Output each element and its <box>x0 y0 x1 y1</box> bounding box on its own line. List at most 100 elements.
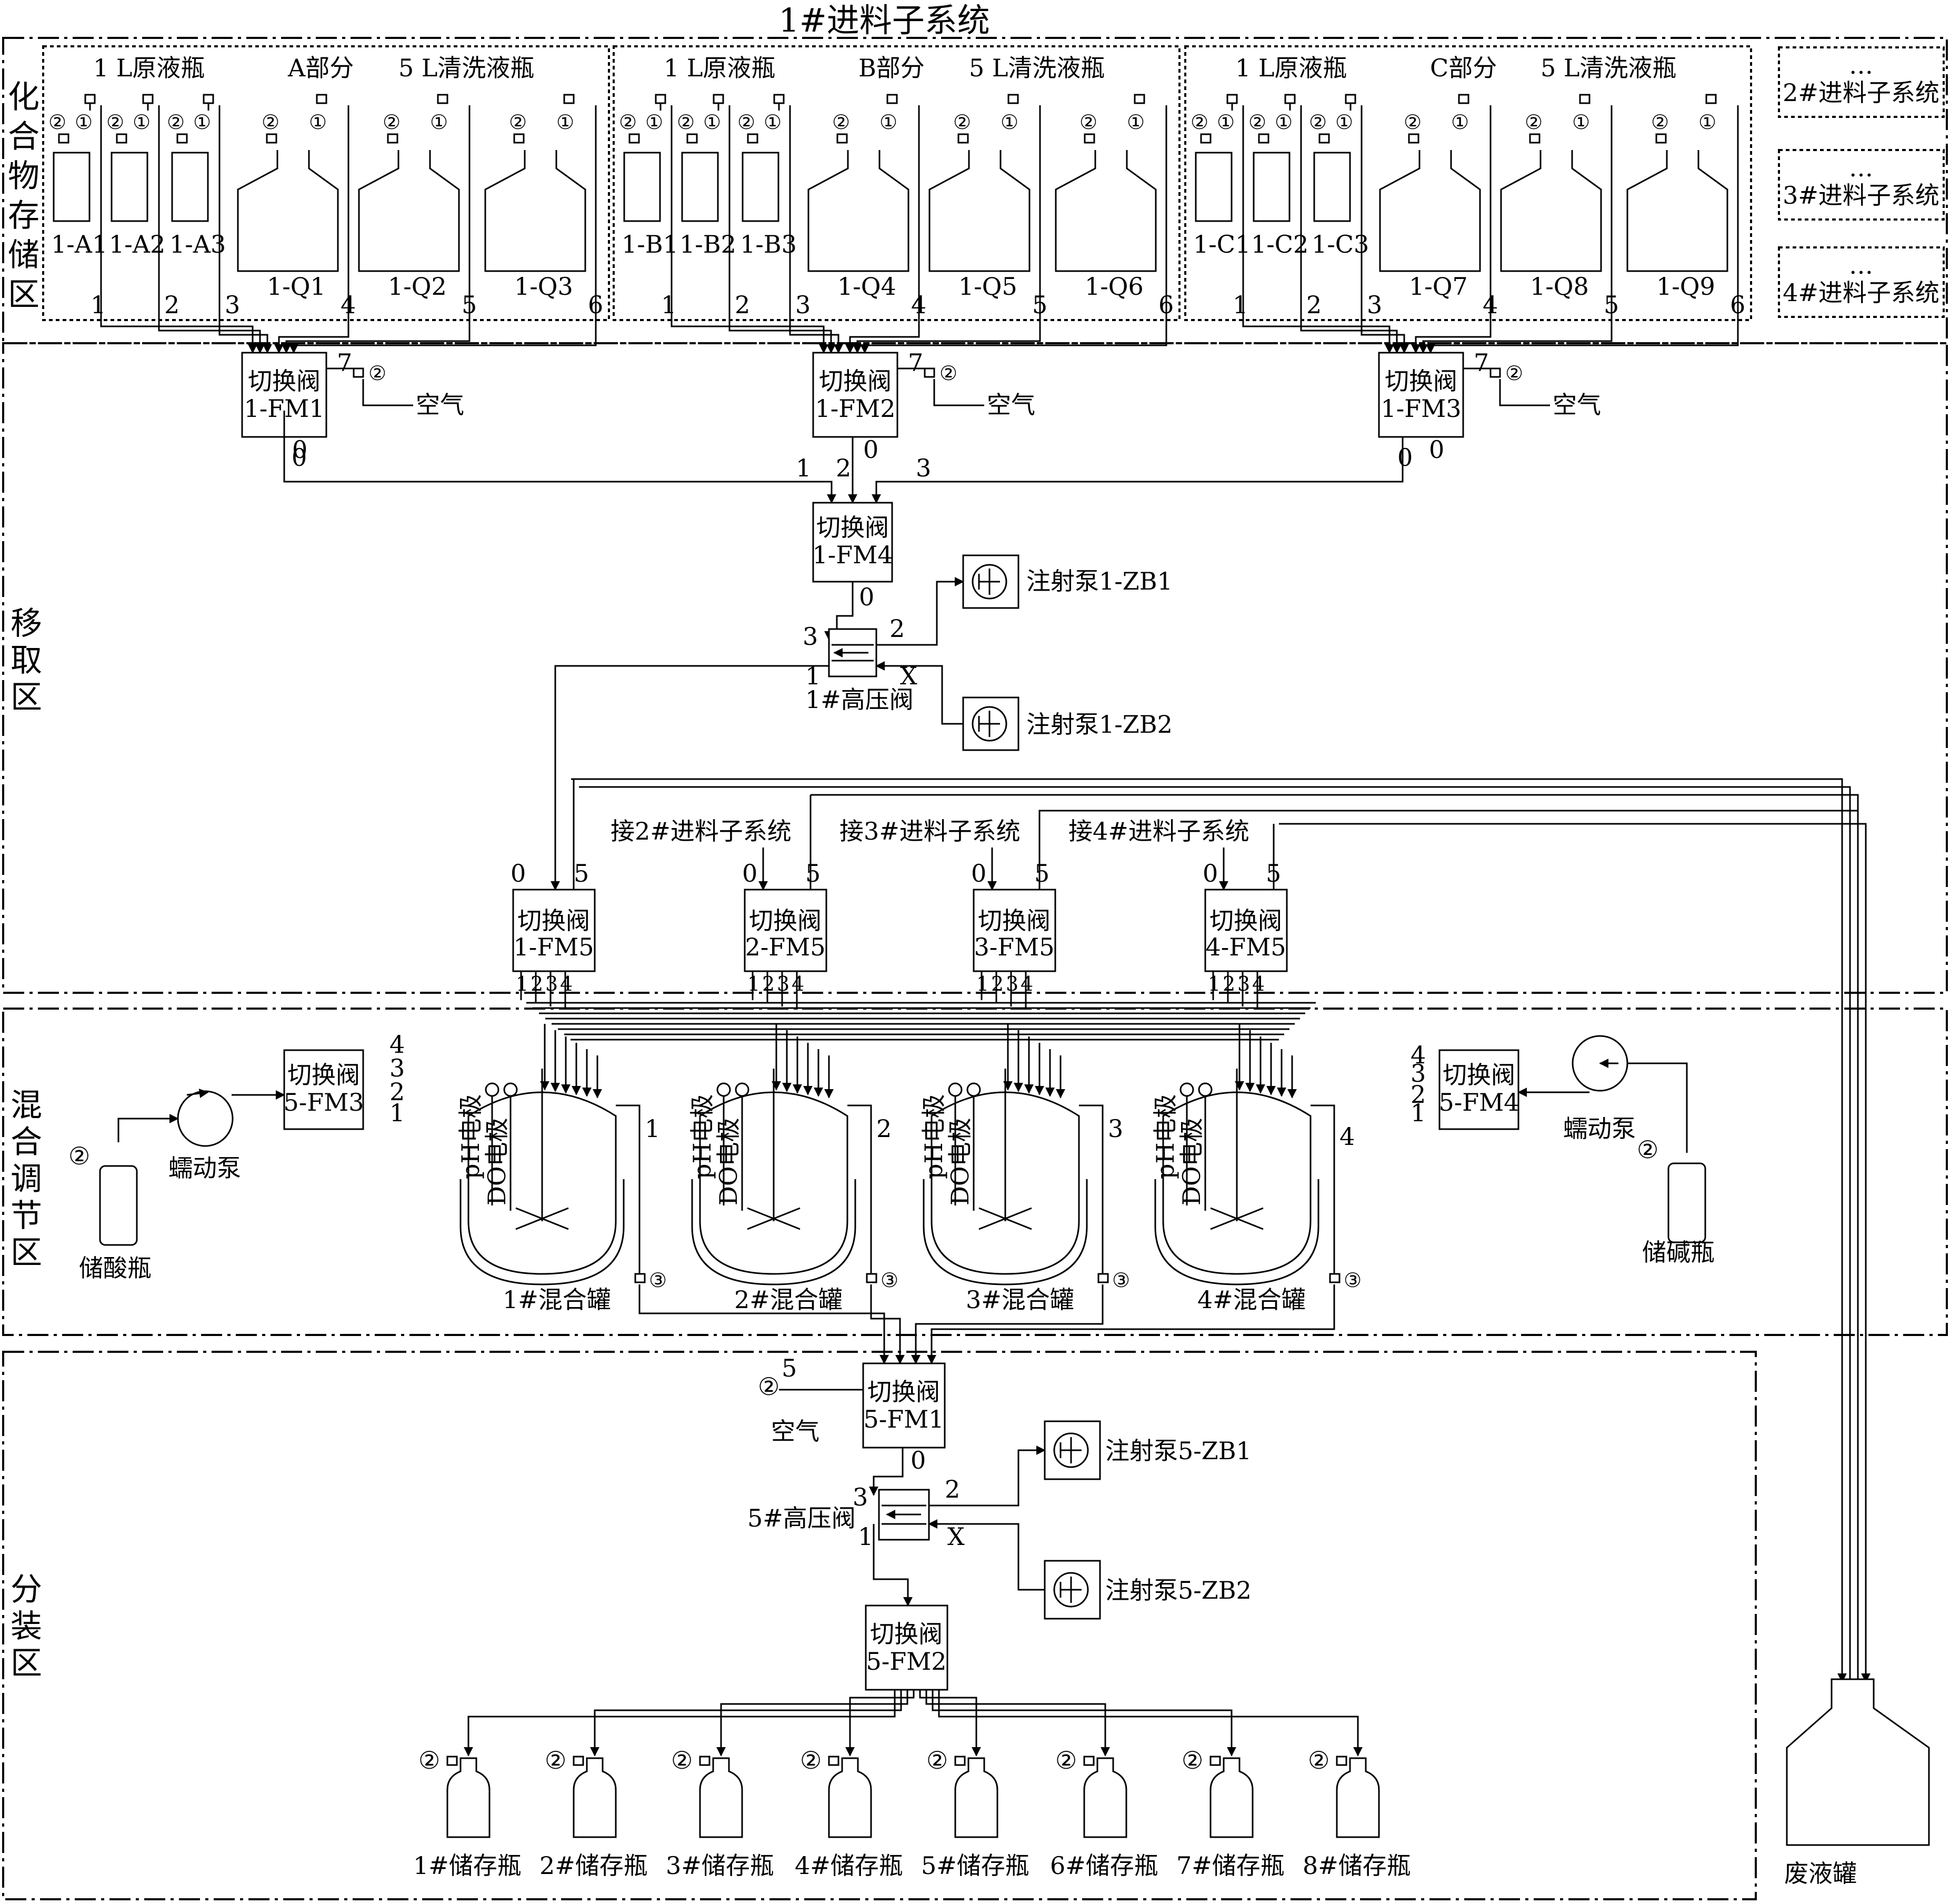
c3-symbol: ③ <box>1344 1269 1362 1292</box>
storage-bottle-4: ②4#储存瓶 <box>795 1690 915 1880</box>
pump-symbol <box>1053 1572 1089 1608</box>
do-electrode-label: DO电极 <box>946 1118 974 1205</box>
port-4: 4 <box>1411 1041 1426 1069</box>
c3-symbol: ③ <box>649 1269 667 1292</box>
port-number: 5 <box>462 291 477 319</box>
pump-symbol <box>972 564 1007 600</box>
c1-symbol: ① <box>703 111 721 134</box>
part-label: B部分 <box>858 54 925 82</box>
valve-icon <box>1209 1756 1221 1766</box>
pipe-tank-5fm1 <box>870 1284 905 1364</box>
port-0: 0 <box>859 583 874 611</box>
pipe-5fm2-bottle <box>919 1690 981 1757</box>
air-line <box>326 367 413 406</box>
vent-line <box>853 105 1041 354</box>
c2-symbol: ② <box>167 111 185 134</box>
do-electrode-label: DO电极 <box>483 1118 511 1205</box>
tank-jacket <box>691 1179 856 1285</box>
c1-symbol: ① <box>879 111 897 134</box>
port-2: 2 <box>762 972 775 995</box>
c2-symbol: ② <box>383 111 401 134</box>
valve-icon <box>1084 133 1095 144</box>
ph-electrode-head <box>1179 1082 1194 1097</box>
hp-valve-1-label: 1#高压阀 <box>805 685 914 714</box>
port-0: 0 <box>1397 443 1413 472</box>
air-label: 空气 <box>1553 391 1601 419</box>
bottle-pipe <box>218 105 272 354</box>
syringe-pump-1-zb2-label: 注射泵1-ZB2 <box>1026 710 1173 739</box>
bottle-pipe <box>1361 105 1409 354</box>
zone-char: 存 <box>8 197 39 234</box>
air-label: 空气 <box>771 1417 819 1446</box>
valve-icon <box>713 94 724 104</box>
small-bottle-id: 1-C2 <box>1251 230 1308 258</box>
bottle-pipe <box>671 105 828 354</box>
c1-symbol: ① <box>645 111 663 134</box>
port-4: 4 <box>560 972 573 995</box>
port-3: 3 <box>1237 972 1250 995</box>
storage-bottle-1: ②1#储存瓶 <box>413 1690 896 1880</box>
c1-symbol: ① <box>1001 111 1018 134</box>
c3-symbol: ③ <box>1112 1269 1130 1292</box>
valve-id: 2-FM5 <box>745 933 825 961</box>
large-bottle-body <box>237 150 339 272</box>
valve-icon <box>828 1756 839 1766</box>
small-bottle-body <box>742 152 779 222</box>
zone-char: 移 <box>11 605 42 642</box>
pipe-tank-5fm1 <box>927 1284 1335 1364</box>
c2-symbol: ② <box>619 111 637 134</box>
valve-icon <box>176 133 188 144</box>
vent-line <box>860 105 1167 354</box>
valve-icon <box>84 94 96 104</box>
ph-electrode-head <box>948 1082 963 1097</box>
c1-symbol: ① <box>133 111 151 134</box>
valve-id: 5-FM4 <box>1438 1088 1519 1117</box>
pipe-base-bottle-pump <box>1627 1062 1688 1153</box>
zone-char: 区 <box>8 276 39 313</box>
tank-port-number: 3 <box>1108 1114 1123 1143</box>
zone-char: 区 <box>11 1234 42 1271</box>
valve-icon <box>957 133 969 144</box>
port-0: 0 <box>742 859 757 888</box>
pipe-hp1-zb1 <box>876 577 964 646</box>
storage-bottle-body <box>1083 1757 1127 1838</box>
c2-symbol: ② <box>509 111 527 134</box>
small-bottle-body <box>1313 152 1351 222</box>
valve-icon <box>316 94 327 104</box>
c2-symbol: ② <box>1079 111 1097 134</box>
port-number: 2 <box>1306 291 1322 319</box>
port-number: 5 <box>1032 291 1047 319</box>
port-3: 3 <box>1411 1059 1426 1088</box>
port-1: 1 <box>747 972 760 995</box>
switch-valve-5-fm2 <box>865 1604 948 1691</box>
syringe-pump-5-zb1-label: 注射泵5-ZB1 <box>1105 1437 1252 1465</box>
ph-electrode-label: pH电极 <box>1151 1094 1179 1179</box>
bottle-pipe <box>158 105 265 354</box>
peristaltic-pump-base-label: 蠕动泵 <box>1563 1114 1636 1143</box>
fm4-group: 1 2 3 0 0 切换阀 1-FM4 0 1#高压阀 3 1 2 X 注射泵1… <box>283 411 1413 891</box>
valve-id: 1-FM3 <box>1381 394 1461 423</box>
zone-char: 调 <box>11 1161 42 1198</box>
c1-symbol: ① <box>75 111 93 134</box>
port-0: 0 <box>292 443 307 472</box>
zone-char: 区 <box>11 1645 42 1682</box>
valve-icon <box>1705 94 1717 104</box>
pipe-acid-bottle-pump <box>117 1114 179 1142</box>
c2-symbol: ② <box>800 1746 822 1775</box>
connect-label: 接3#进料子系统 <box>839 817 1021 845</box>
zone-char: 合 <box>11 1124 42 1161</box>
storage-bottle-body <box>954 1757 998 1838</box>
storage-bottle-body <box>573 1757 617 1838</box>
small-bottle-id: 1-B1 <box>622 230 678 258</box>
storage-bottle-body <box>699 1757 743 1838</box>
c1-symbol: ① <box>1572 111 1590 134</box>
valve-icon <box>1284 94 1296 104</box>
c2-symbol: ② <box>545 1746 566 1775</box>
valve-icon <box>1200 133 1212 144</box>
